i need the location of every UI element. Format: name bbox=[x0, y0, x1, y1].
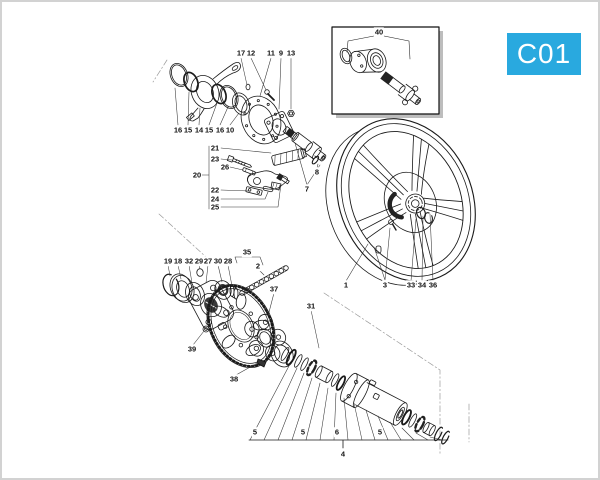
part-callout-6-41: 6 bbox=[333, 427, 341, 437]
part-callout-27-30: 27 bbox=[202, 256, 214, 266]
part-callout-15-9: 15 bbox=[203, 125, 215, 135]
part-callout-15-7: 15 bbox=[182, 125, 194, 135]
part-callout-38-37: 38 bbox=[228, 374, 240, 384]
part-callout-26-14: 26 bbox=[219, 162, 231, 172]
construction-lines bbox=[152, 59, 470, 456]
part-callout-31-38: 31 bbox=[305, 301, 317, 311]
part-callout-34-24: 34 bbox=[416, 280, 428, 290]
part-callout-13-5: 13 bbox=[285, 48, 297, 58]
sprocket-group-drawing bbox=[162, 268, 294, 369]
part-callout-5-42: 5 bbox=[376, 427, 384, 437]
part-callout-16-6: 16 bbox=[172, 125, 184, 135]
detail-inset-drawing bbox=[339, 35, 422, 106]
part-callout-19-26: 19 bbox=[162, 256, 174, 266]
part-callout-21-12: 21 bbox=[209, 143, 221, 153]
axle-drawing bbox=[282, 126, 327, 165]
part-callout-40-0: 40 bbox=[373, 27, 385, 37]
part-callout-4-43: 4 bbox=[339, 449, 347, 459]
brake-side-group-drawing bbox=[169, 62, 295, 145]
part-callout-11-3: 11 bbox=[266, 48, 276, 58]
part-callout-36-25: 36 bbox=[427, 280, 439, 290]
chain-drawing bbox=[239, 265, 289, 296]
part-callout-20-15: 20 bbox=[191, 170, 203, 180]
part-callout-12-2: 12 bbox=[245, 48, 257, 58]
part-callout-17-1: 17 bbox=[235, 48, 247, 58]
part-callout-25-18: 25 bbox=[209, 202, 221, 212]
part-callout-37-35: 37 bbox=[268, 284, 280, 294]
part-callout-9-4: 9 bbox=[277, 48, 285, 58]
part-callout-24-17: 24 bbox=[209, 194, 221, 204]
part-callout-1-21: 1 bbox=[342, 280, 350, 290]
part-callout-10-11: 10 bbox=[224, 125, 236, 135]
hub-stack-drawing bbox=[280, 347, 450, 445]
part-callout-8-19: 8 bbox=[313, 167, 321, 177]
section-code-badge: C01 bbox=[507, 33, 581, 75]
part-callout-28-32: 28 bbox=[222, 256, 234, 266]
part-callout-35-33: 35 bbox=[241, 247, 253, 257]
part-callout-23-13: 23 bbox=[209, 154, 221, 164]
part-callout-3-22: 3 bbox=[381, 280, 389, 290]
part-callout-30-31: 30 bbox=[212, 256, 224, 266]
part-callout-33-23: 33 bbox=[405, 280, 417, 290]
part-callout-22-16: 22 bbox=[209, 185, 221, 195]
part-callout-29-29: 29 bbox=[193, 256, 205, 266]
part-callout-39-36: 39 bbox=[186, 344, 198, 354]
part-callout-18-27: 18 bbox=[172, 256, 184, 266]
leader-lines bbox=[167, 57, 449, 449]
part-callout-5-39: 5 bbox=[251, 427, 259, 437]
part-callout-2-34: 2 bbox=[254, 261, 262, 271]
chain-adjuster-group-drawing bbox=[226, 148, 307, 196]
part-callout-16-10: 16 bbox=[214, 125, 226, 135]
part-callout-14-8: 14 bbox=[193, 125, 205, 135]
part-callout-7-20: 7 bbox=[303, 184, 311, 194]
part-callout-5-40: 5 bbox=[299, 427, 307, 437]
wheel-drawing bbox=[325, 118, 476, 286]
part-callout-32-28: 32 bbox=[183, 256, 195, 266]
